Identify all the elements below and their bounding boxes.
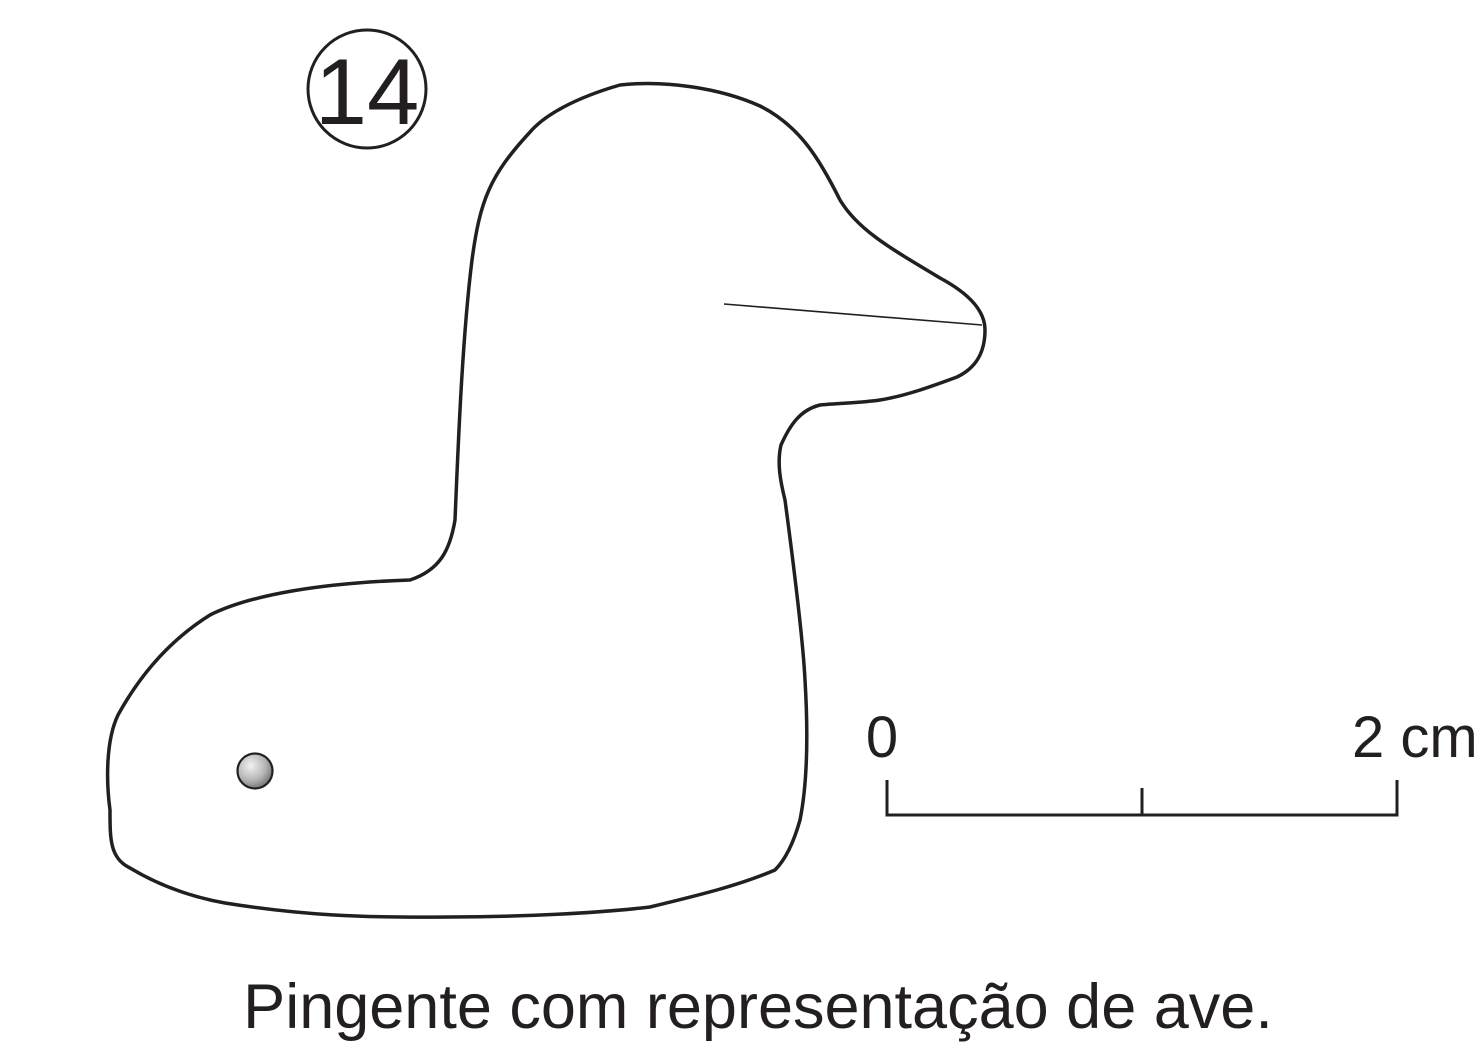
scale-bar-line — [885, 780, 1399, 817]
beak-line — [723, 303, 983, 326]
figure-number: 14 — [315, 39, 420, 144]
scale-start-label: 0 — [866, 705, 898, 770]
figure-number-badge: 14 — [306, 28, 428, 150]
bird-pendant-outline — [105, 81, 987, 919]
scale-end-label: 2 cm — [1352, 705, 1478, 770]
figure-caption: Pingente com representação de ave. — [243, 972, 1273, 1042]
perforation-hole — [236, 752, 274, 790]
scale-bar: 0 2 cm — [866, 705, 1478, 817]
figure-number-circle — [306, 28, 428, 150]
